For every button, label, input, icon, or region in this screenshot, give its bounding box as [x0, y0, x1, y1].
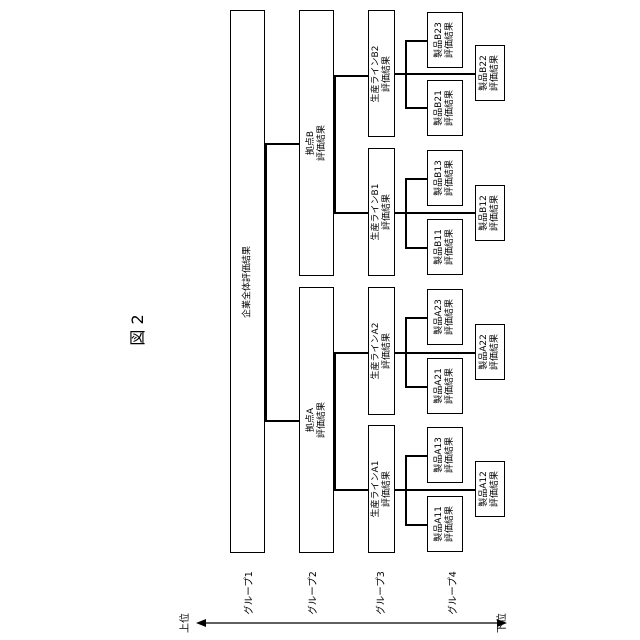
node-label: 製品A21: [434, 368, 445, 404]
node-label: 製品A23: [434, 299, 445, 335]
node-label: 評価結果: [490, 195, 501, 231]
group-label-1: グループ1: [244, 571, 256, 614]
connector: [334, 352, 336, 490]
node-label: 評価結果: [490, 471, 501, 507]
node-site-b: 拠点B評価結果: [299, 10, 334, 276]
node-label: 評価結果: [317, 125, 328, 161]
node-label: 評価結果: [445, 437, 456, 473]
node-label: 生産ラインB2: [370, 45, 381, 102]
node-label: 評価結果: [382, 461, 393, 518]
node-label: 生産ラインA1: [370, 461, 381, 518]
connector: [395, 352, 475, 354]
node-product-a22: 製品A22評価結果: [475, 324, 505, 380]
node-label: 生産ラインB1: [370, 184, 381, 241]
connector: [395, 73, 475, 75]
group-label-2: グループ2: [308, 571, 320, 614]
node-label: 生産ラインA2: [370, 323, 381, 380]
node-company-total: 企業全体評価結果: [230, 10, 265, 553]
node-label: 企業全体評価結果: [242, 245, 253, 317]
node-line-a2: 生産ラインA2評価結果: [368, 287, 395, 415]
node-label: 製品B22: [479, 55, 490, 91]
node-label: 製品A12: [479, 471, 490, 507]
connector: [265, 143, 267, 421]
node-label: 製品A22: [479, 334, 490, 370]
connector: [405, 386, 427, 388]
connector: [334, 352, 368, 354]
node-label: 評価結果: [445, 22, 456, 58]
node-product-b12: 製品B12評価結果: [475, 185, 505, 241]
connector: [395, 489, 475, 491]
node-label: 評価結果: [382, 184, 393, 241]
connector: [334, 212, 368, 214]
connector: [405, 247, 427, 249]
connector: [334, 75, 336, 213]
node-site-a: 拠点A評価結果: [299, 287, 334, 553]
node-label: 評価結果: [445, 229, 456, 265]
node-product-b11: 製品B11評価結果: [427, 219, 463, 275]
node-label: 評価結果: [445, 368, 456, 404]
node-product-a12: 製品A12評価結果: [475, 461, 505, 517]
connector: [405, 524, 427, 526]
level-lower-label: 下位: [497, 613, 510, 633]
node-product-b23: 製品B23評価結果: [427, 12, 463, 68]
connector: [405, 40, 427, 42]
node-label: 製品B13: [434, 160, 445, 196]
group-label-3: グループ3: [376, 571, 388, 614]
node-product-a21: 製品A21評価結果: [427, 358, 463, 414]
node-line-b1: 生産ラインB1評価結果: [368, 148, 395, 276]
node-product-b13: 製品B13評価結果: [427, 150, 463, 206]
group-label-4: グループ4: [448, 571, 460, 614]
node-label: 評価結果: [445, 90, 456, 126]
node-label: 評価結果: [445, 160, 456, 196]
level-upper-label: 上位: [180, 613, 193, 633]
connector: [405, 178, 427, 180]
node-label: 評価結果: [445, 299, 456, 335]
node-product-b22: 製品B22評価結果: [475, 45, 505, 101]
node-product-a13: 製品A13評価結果: [427, 427, 463, 483]
node-label: 拠点B: [305, 125, 316, 161]
connector: [405, 107, 427, 109]
node-line-a1: 生産ラインA1評価結果: [368, 425, 395, 553]
connector: [265, 420, 299, 422]
node-label: 製品B11: [434, 229, 445, 265]
node-label: 製品A11: [434, 506, 445, 542]
connector: [334, 75, 368, 77]
connector: [265, 143, 299, 145]
node-product-a23: 製品A23評価結果: [427, 289, 463, 345]
node-label: 製品B21: [434, 90, 445, 126]
node-label: 製品B12: [479, 195, 490, 231]
node-label: 評価結果: [445, 506, 456, 542]
node-label: 拠点A: [305, 402, 316, 438]
node-product-b21: 製品B21評価結果: [427, 80, 463, 136]
connector: [334, 489, 368, 491]
node-label: 製品A13: [434, 437, 445, 473]
connector: [405, 317, 427, 319]
node-label: 評価結果: [382, 45, 393, 102]
connector: [395, 212, 475, 214]
node-label: 評価結果: [382, 323, 393, 380]
node-line-b2: 生産ラインB2評価結果: [368, 10, 395, 137]
node-label: 評価結果: [490, 334, 501, 370]
node-label: 評価結果: [317, 402, 328, 438]
connector: [405, 455, 427, 457]
node-label: 評価結果: [490, 55, 501, 91]
node-product-a11: 製品A11評価結果: [427, 496, 463, 552]
node-label: 製品B23: [434, 22, 445, 58]
